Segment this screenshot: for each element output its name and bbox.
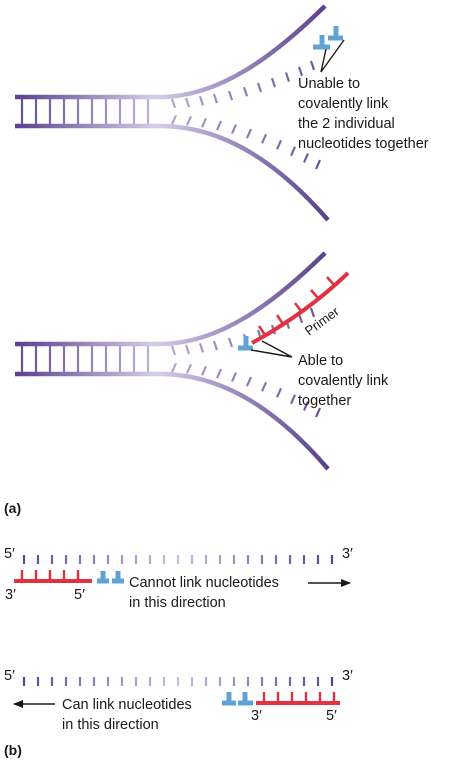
- base-rung: [245, 128, 253, 139]
- base-rung: [184, 97, 191, 108]
- primer-5-prime: 5′: [326, 708, 337, 724]
- note-line: Can link nucleotides: [62, 697, 192, 713]
- pointer-lines: [250, 340, 293, 358]
- top-5-prime: 5′: [4, 668, 15, 684]
- base-rung: [215, 120, 223, 131]
- base-rung: [215, 368, 223, 379]
- base-rung: [230, 124, 238, 135]
- base-rung: [289, 394, 297, 405]
- base-rung: [227, 337, 234, 348]
- note-line: in this direction: [62, 717, 159, 733]
- base-rung: [314, 159, 322, 170]
- free-nucleotide: [112, 571, 124, 584]
- note-line: Cannot link nucleotides: [129, 575, 279, 591]
- top-3-prime: 3′: [342, 546, 353, 562]
- note-line: nucleotides together: [298, 136, 429, 152]
- unable-note: Unable to covalently link the 2 individu…: [298, 76, 429, 152]
- pointer-lines: [320, 39, 345, 73]
- note-line: together: [298, 393, 351, 409]
- note-line: Unable to: [298, 76, 360, 92]
- base-rung: [198, 342, 205, 353]
- base-rung: [289, 146, 297, 157]
- free-nucleotide: [222, 692, 236, 706]
- base-rung: [275, 139, 283, 150]
- base-rung: [242, 86, 249, 97]
- base-rung: [230, 372, 238, 383]
- base-rung: [198, 95, 205, 106]
- note-line: the 2 individual: [298, 116, 395, 132]
- fork-2-top-strand: [15, 251, 327, 347]
- fork-2-rungs: [20, 307, 322, 418]
- fork-1-bottom-strand: [15, 123, 330, 222]
- note-line: in this direction: [129, 595, 226, 611]
- base-rung: [184, 344, 191, 355]
- base-rung: [170, 98, 177, 109]
- base-rung: [275, 387, 283, 398]
- part-a-label: (a): [4, 500, 21, 516]
- linear-row-1: 5′ 3′ 3′ 5′ Cannot link nucleotides in t…: [4, 546, 353, 611]
- note-line: Able to: [298, 353, 343, 369]
- base-rung: [212, 93, 219, 104]
- template-rungs: [22, 677, 334, 686]
- base-rung: [302, 152, 310, 163]
- base-rung: [170, 114, 178, 125]
- primer-5-prime: 5′: [74, 587, 85, 603]
- can-note: Can link nucleotides in this direction: [62, 697, 196, 733]
- template-rungs: [22, 555, 334, 564]
- free-nucleotide: [238, 692, 253, 706]
- attached-nucleotide: [238, 336, 253, 351]
- primer-rungs: [262, 692, 336, 701]
- fork-2-bottom-strand: [15, 371, 330, 471]
- cannot-note: Cannot link nucleotides in this directio…: [129, 575, 283, 611]
- base-rung: [260, 381, 268, 392]
- note-line: covalently link: [298, 373, 389, 389]
- fork-1-rungs: [20, 60, 322, 170]
- free-nucleotide: [313, 35, 330, 50]
- base-rung: [309, 307, 316, 318]
- linear-row-2: 5′ 3′ 3′ 5′ Can link nucleotides in this…: [4, 668, 353, 733]
- fork-panel-2: Primer Able to covalently link together: [15, 251, 392, 471]
- base-rung: [227, 90, 234, 101]
- base-rung: [200, 117, 208, 128]
- base-rung: [314, 407, 322, 418]
- free-nucleotide: [97, 571, 109, 584]
- base-rung: [309, 60, 316, 71]
- fork-panel-1: Unable to covalently link the 2 individu…: [15, 4, 429, 222]
- primer-3-prime: 3′: [5, 587, 16, 603]
- base-rung: [170, 362, 178, 373]
- base-rung: [185, 363, 193, 374]
- base-rung: [270, 77, 277, 88]
- base-rung: [200, 365, 208, 376]
- base-rung: [256, 82, 263, 93]
- top-5-prime: 5′: [4, 546, 15, 562]
- base-rung: [302, 400, 310, 411]
- primer-strand: [251, 271, 350, 345]
- note-line: covalently link: [298, 96, 389, 112]
- base-rung: [260, 133, 268, 144]
- base-rung: [185, 115, 193, 126]
- base-rung: [212, 340, 219, 351]
- primer-rungs: [20, 570, 80, 579]
- fork-1-top-strand: [15, 4, 327, 100]
- base-rung: [245, 376, 253, 387]
- primer-3-prime: 3′: [251, 708, 262, 724]
- base-rung: [297, 66, 304, 77]
- free-nucleotide: [328, 26, 343, 41]
- able-note: Able to covalently link together: [298, 353, 392, 409]
- top-3-prime: 3′: [342, 668, 353, 684]
- part-b-label: (b): [4, 742, 22, 758]
- base-rung: [170, 345, 177, 356]
- base-rung: [284, 72, 291, 82]
